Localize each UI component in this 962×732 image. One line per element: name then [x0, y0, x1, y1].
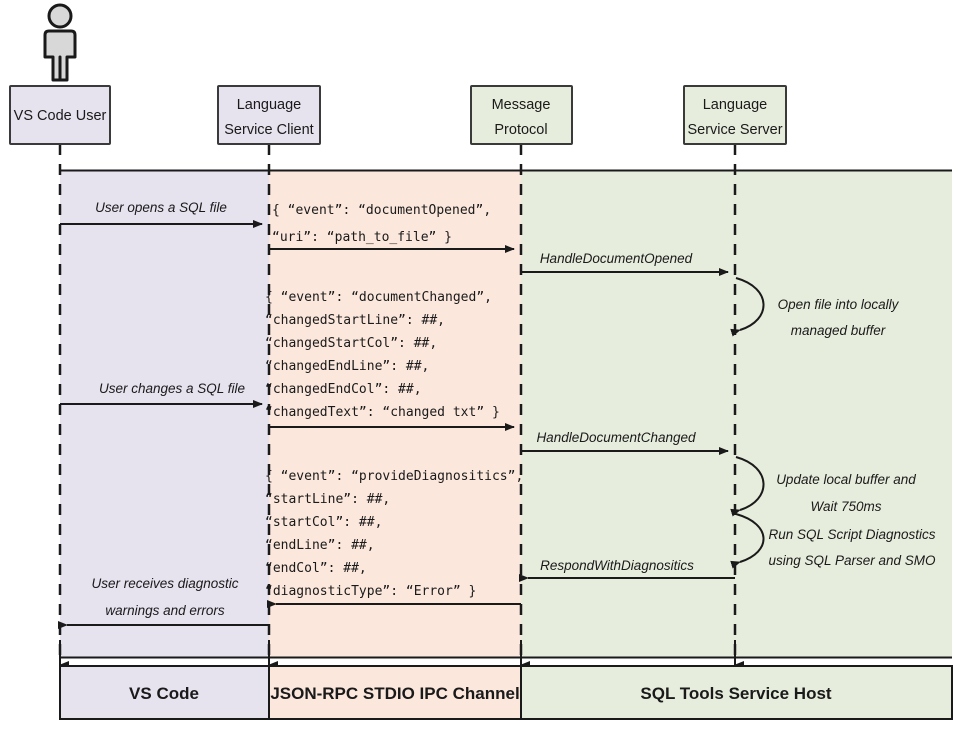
footer-bar-sql-tools[interactable]: SQL Tools Service Host [520, 665, 953, 720]
lifeline-header-language-service-client[interactable]: Language Service Client [217, 85, 321, 145]
header-box-message-protocol[interactable] [470, 85, 573, 145]
band-ipc-channel [269, 170, 521, 657]
footer-bar-jsonrpc[interactable]: JSON-RPC STDIO IPC Channel [268, 665, 522, 720]
lifeline-header-vs-code-user[interactable]: VS Code User [9, 85, 111, 145]
header-box-language-service-server[interactable] [683, 85, 787, 145]
footer-box-vs-code[interactable] [59, 665, 270, 720]
lifeline-header-language-service-server[interactable]: Language Service Server [683, 85, 787, 145]
footer-box-sql-tools[interactable] [520, 665, 953, 720]
lifeline-termination-arrows [59, 640, 952, 669]
vs-code-user-actor-icon [43, 3, 77, 82]
arrow-self-call-open-file [730, 277, 765, 337]
band-vs-code [60, 170, 269, 657]
footer-bar-vs-code[interactable]: VS Code [59, 665, 270, 720]
footer-box-jsonrpc[interactable] [268, 665, 522, 720]
header-box-vs-code-user[interactable] [9, 85, 111, 145]
arrow-self-call-update-buffer [730, 456, 765, 517]
lifeline-header-message-protocol[interactable]: Message Protocol [470, 85, 573, 145]
arrow-self-call-run-diagnostics [730, 513, 765, 569]
swimlane-bands [60, 169, 952, 657]
band-sql-tools-host [521, 170, 952, 657]
header-box-language-service-client[interactable] [217, 85, 321, 145]
